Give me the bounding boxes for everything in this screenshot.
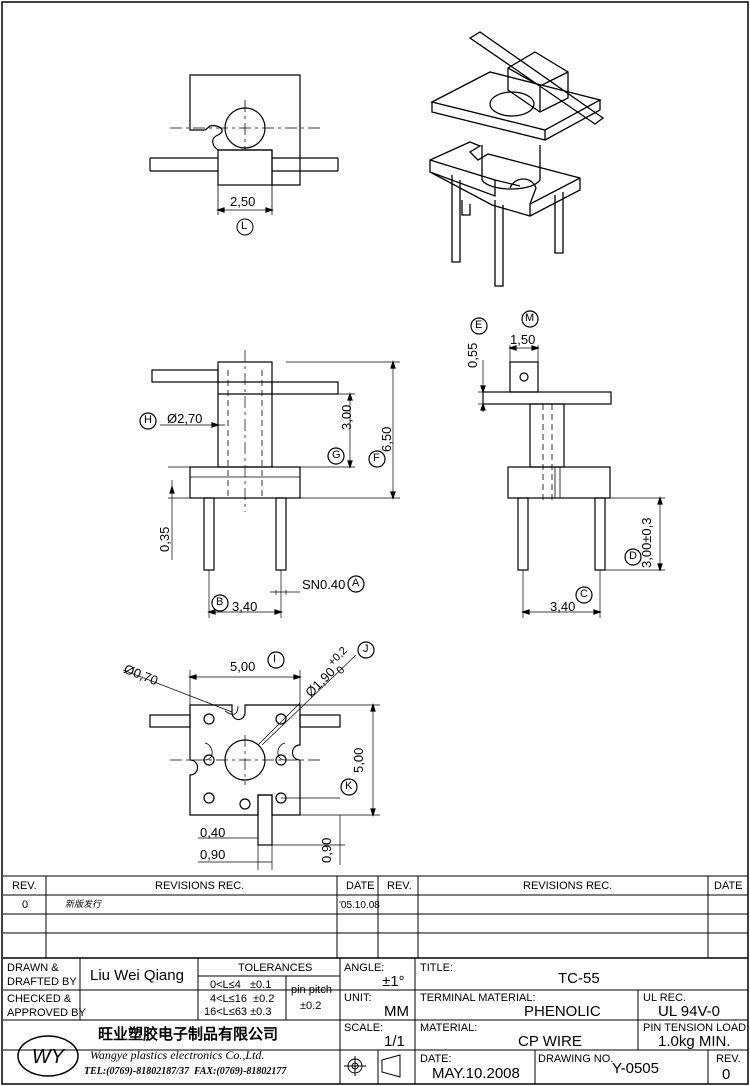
dim-side-slot-circle: M (525, 312, 535, 324)
front-view (139, 350, 400, 618)
dim-pin-size: SN0.40 (302, 577, 346, 592)
projection-symbol-icon (344, 1054, 401, 1078)
rev-left-rev-header: REV. (12, 880, 37, 892)
rev-label: REV. (716, 1053, 741, 1065)
company-name-en: Wangye plastics electronics Co.,Ltd. (90, 1048, 265, 1062)
unit-label: UNIT: (344, 992, 372, 1004)
pin-tension-value: 1.0kg MIN. (658, 1033, 731, 1050)
dim-front-pin-circle: B (216, 596, 224, 608)
isometric-view (429, 31, 605, 287)
bottom-view (122, 641, 380, 870)
top-view (149, 74, 339, 236)
dim-side-pin-circle2: C (580, 588, 588, 600)
pin-pitch-value: ±0.2 (300, 1000, 322, 1012)
tol-row-1: 0<L≤4 ±0.1 (210, 979, 272, 991)
dim-top-width: 2,50 (230, 194, 256, 209)
rev-value: 0 (722, 1066, 731, 1083)
dim-side-slot: 1,50 (510, 332, 536, 347)
dim-side-pin-spacing: 3,40 (550, 599, 576, 614)
pin-pitch-label: pin pitch (291, 984, 332, 996)
rev-right-rev-header: REV. (387, 880, 412, 892)
dim-side-offset-circle: E (475, 319, 483, 331)
dim-front-core-circle: G (332, 449, 341, 461)
dim-front-core-height: 3,00 (339, 404, 354, 430)
logo-text: WY (32, 1046, 66, 1068)
rev-right-date-header: DATE (714, 880, 743, 892)
drawn-by: Liu Wei Qiang (90, 967, 184, 984)
terminal-value: PHENOLIC (524, 1003, 601, 1020)
terminal-label: TERMINAL MATERIAL: (420, 992, 536, 1004)
ul-value: UL 94V-0 (658, 1003, 720, 1020)
angle-value: ±1° (382, 973, 405, 990)
dim-bottom-width-circle: I (273, 653, 277, 665)
company-name-cn: 旺业塑胶电子制品有限公司 (98, 1025, 279, 1043)
rev-right-rec-header: REVISIONS REC. (523, 880, 613, 892)
dim-side-pin-circle: D (629, 550, 637, 562)
company-logo: WY (17, 1035, 79, 1077)
dim-side-pin-length: 3,00±0,3 (639, 517, 654, 568)
scale-label: SCALE: (344, 1022, 384, 1034)
dim-front-total-circle: F (373, 452, 380, 464)
material-label: MATERIAL: (420, 1022, 478, 1034)
dim-bottom-height: 5,00 (351, 747, 366, 773)
side-view (470, 310, 665, 618)
dim-pin-size-circle: A (352, 577, 360, 589)
pin-tension-label: PIN TENSION LOAD: (643, 1022, 750, 1034)
dim-bottom-slot: 0,40 (200, 825, 226, 840)
company-tel: TEL:(0769)-81802187/37 FAX:(0769)-818021… (84, 1066, 287, 1077)
dim-top-width-circle: L (241, 220, 248, 232)
title-value: TC-55 (558, 970, 600, 987)
dim-bottom-hole-circle: J (363, 643, 369, 655)
drawing-no-value: Y-0505 (612, 1060, 659, 1077)
angle-label: ANGLE: (344, 962, 385, 974)
dim-front-hole-circle: H (144, 414, 152, 426)
dim-side-offset: 0,55 (465, 342, 480, 368)
date-value: MAY.10.2008 (432, 1065, 520, 1082)
dim-front-total-height: 6,50 (379, 426, 394, 452)
material-value: CP WIRE (518, 1033, 582, 1050)
rev-left-row-rec: 新版发行 (65, 899, 102, 909)
tol-row-3: 16<L≤63 ±0.3 (204, 1006, 272, 1018)
dim-front-pin-spacing: 3,40 (232, 599, 258, 614)
drawing-no-label: DRAWING NO. (538, 1053, 614, 1065)
title-label: TITLE: (420, 962, 454, 974)
checked-label: CHECKED & APPROVED BY (7, 993, 86, 1019)
unit-value: MM (384, 1003, 409, 1020)
dim-bottom-slot2: 0,90 (200, 847, 226, 862)
dim-bottom-width: 5,00 (230, 659, 256, 674)
drawn-label: DRAWN & DRAFTED BY (7, 962, 77, 988)
dim-front-flange: 0,35 (157, 526, 172, 552)
scale-value: 1/1 (384, 1033, 405, 1050)
date-label: DATE: (420, 1053, 452, 1065)
table-lines (3, 875, 748, 1084)
dim-bottom-slot3: 0,90 (319, 837, 334, 863)
rev-left-rec-header: REVISIONS REC. (155, 880, 245, 892)
rev-left-row-rev: 0 (22, 899, 29, 911)
tol-row-2: 4<L≤16 ±0.2 (210, 993, 275, 1005)
rev-left-row-date: '05.10.08 (339, 900, 380, 911)
ul-label: UL REC. (643, 992, 686, 1004)
dim-front-hole-dia: Ø2,70 (167, 411, 203, 426)
tol-header: TOLERANCES (238, 962, 313, 974)
rev-left-date-header: DATE (346, 880, 375, 892)
dim-bottom-k-circle: K (345, 780, 353, 792)
